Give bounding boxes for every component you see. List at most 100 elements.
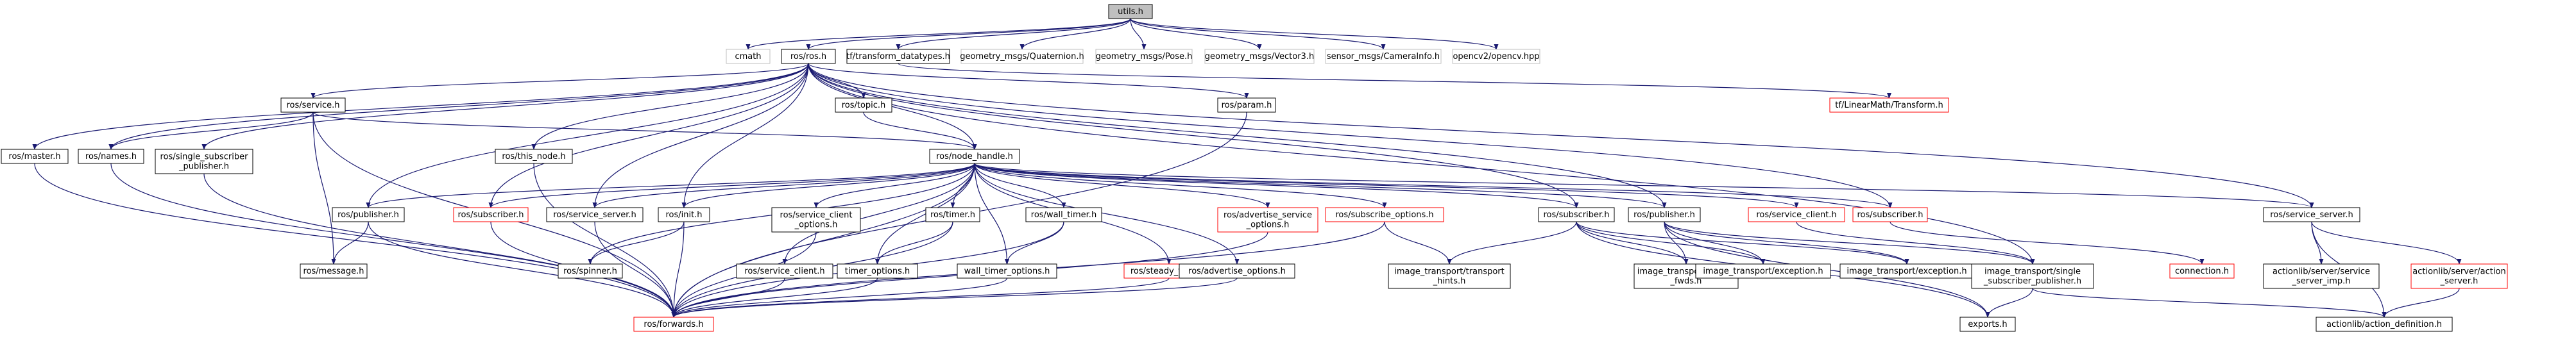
node-box — [546, 207, 644, 222]
edge-ros_subscriber_m-to-image_transport_exception_2 — [1576, 221, 1909, 265]
edge-utils-to-sensor_camerainfo — [1130, 18, 1386, 50]
node-ros-service-server-r[interactable]: ros/service_server.h — [2263, 207, 2360, 222]
node-actionlib-action-definition[interactable]: actionlib/action_definition.h — [2316, 317, 2453, 332]
node-label: _subscriber_publisher.h — [1983, 277, 2081, 286]
edge-ros_ros-to-ros_service — [311, 63, 809, 99]
node-ros-names[interactable]: ros/names.h — [78, 149, 144, 164]
node-label: geometry_msgs/Pose.h — [1096, 52, 1193, 62]
node-ros-ros[interactable]: ros/ros.h — [781, 49, 836, 64]
node-ros-advertise-options[interactable]: ros/advertise_options.h — [1179, 263, 1295, 279]
node-label: _server_imp.h — [2291, 277, 2350, 286]
edge-ros_service_server_l-to-ros_forwards — [594, 221, 676, 318]
node-label: geometry_msgs/Quaternion.h — [960, 52, 1084, 62]
edge-ros_node_handle-to-ros_service_server_l — [592, 163, 975, 208]
node-ros-node-handle[interactable]: ros/node_handle.h — [929, 149, 1020, 164]
node-label: ros/ros.h — [790, 52, 826, 62]
edge-ros_advertise_options-to-ros_forwards — [671, 277, 1238, 318]
node-box — [1852, 207, 1928, 222]
node-label: image_transport/exception.h — [1847, 267, 1966, 276]
node-image-transport-single-subscriber-publisher[interactable]: image_transport/single_subscriber_publis… — [1971, 263, 2094, 289]
node-label: actionlib/server/action — [2412, 267, 2505, 277]
node-box — [960, 49, 1084, 64]
node-label: tf/transform_datatypes.h — [846, 52, 950, 62]
node-tf-transform-datatypes[interactable]: tf/transform_datatypes.h — [846, 49, 950, 64]
node-exports[interactable]: exports.h — [1959, 317, 2016, 332]
node-ros-publisher-l[interactable]: ros/publisher.h — [332, 207, 405, 222]
node-image-transport-exception-2[interactable]: image_transport/exception.h — [1839, 263, 1974, 279]
edge-ros_ros-to-ros_subscriber_m — [808, 63, 1579, 208]
node-box — [1204, 49, 1315, 64]
node-label: ros/advertise_service — [1224, 211, 1312, 220]
node-label: ros/advertise_options.h — [1188, 267, 1286, 276]
node-label: tf/LinearMath/Transform.h — [1835, 101, 1943, 110]
node-tf-linearmath-transform[interactable]: tf/LinearMath/Transform.h — [1829, 97, 1949, 113]
node-ros-service[interactable]: ros/service.h — [280, 97, 346, 113]
node-label: _hints.h — [1433, 277, 1466, 286]
node-ros-subscriber-l[interactable]: ros/subscriber.h — [453, 207, 529, 222]
node-label: ros/service_client.h — [1756, 210, 1836, 220]
node-timer-options[interactable]: timer_options.h — [837, 263, 918, 279]
node-ros-topic[interactable]: ros/topic.h — [835, 97, 892, 113]
node-label: exports.h — [1968, 320, 2007, 329]
node-ros-message[interactable]: ros/message.h — [300, 263, 368, 279]
edge-actionlib_action_server-to-actionlib_action_definition — [2382, 288, 2460, 318]
node-label: ros/subscriber.h — [1857, 210, 1923, 220]
node-label: actionlib/action_definition.h — [2326, 320, 2442, 329]
node-ros-this-node[interactable]: ros/this_node.h — [495, 149, 573, 164]
edge-ros_subscribe_options-to-image_transport_transport_hints — [1384, 221, 1452, 265]
node-box — [1325, 49, 1442, 64]
node-ros-master[interactable]: ros/master.h — [1, 149, 69, 164]
edge-ros_ros-to-ros_publisher_l — [366, 63, 809, 208]
edge-ros_service_client_b-to-ros_forwards — [671, 277, 785, 318]
node-ros-service-server-l[interactable]: ros/service_server.h — [546, 207, 644, 222]
node-label: cmath — [735, 52, 761, 62]
node-ros-single-subscriber-publisher[interactable]: ros/single_subscriber_publisher.h — [155, 149, 253, 174]
node-wall-timer-options[interactable]: wall_timer_options.h — [957, 263, 1057, 279]
node-box — [1179, 263, 1295, 279]
node-cmath: cmath — [726, 49, 771, 64]
node-box — [300, 263, 368, 279]
node-box — [1959, 317, 2016, 332]
edge-ros_init-to-ros_forwards — [671, 221, 685, 318]
node-image-transport-transport-hints[interactable]: image_transport/transport_hints.h — [1388, 263, 1511, 289]
node-box — [1, 149, 69, 164]
edge-ros_node_handle-to-ros_advertise_options — [974, 163, 1240, 265]
node-image-transport-exception-1[interactable]: image_transport/exception.h — [1695, 263, 1831, 279]
node-ros-service-client-r[interactable]: ros/service_client.h — [1748, 207, 1845, 222]
node-ros-spinner[interactable]: ros/spinner.h — [558, 263, 623, 279]
node-ros-publisher-r[interactable]: ros/publisher.h — [1628, 207, 1701, 222]
node-ros-forwards[interactable]: ros/forwards.h — [633, 317, 714, 332]
node-label: ros/service_client — [780, 211, 853, 220]
node-actionlib-service-server-imp[interactable]: actionlib/server/service_server_imp.h — [2263, 263, 2380, 289]
node-box — [155, 149, 253, 174]
node-box — [1217, 207, 1318, 233]
node-connection[interactable]: connection.h — [2169, 263, 2235, 279]
node-box — [835, 97, 892, 113]
node-ros-init[interactable]: ros/init.h — [658, 207, 710, 222]
node-ros-subscriber-r[interactable]: ros/subscriber.h — [1852, 207, 1928, 222]
node-label: _publisher.h — [178, 162, 229, 172]
node-ros-subscribe-options[interactable]: ros/subscribe_options.h — [1325, 207, 1444, 222]
edge-ros_names-to-ros_forwards — [110, 163, 676, 318]
node-label: timer_options.h — [845, 267, 910, 276]
node-ros-wall-timer[interactable]: ros/wall_timer.h — [1025, 207, 1102, 222]
node-ros-subscriber-m[interactable]: ros/subscriber.h — [1538, 207, 1615, 222]
node-ros-service-client-options[interactable]: ros/service_client_options.h — [771, 207, 861, 233]
edge-ros_node_handle-to-ros_advertise_service_options — [974, 163, 1270, 208]
node-label: ros/param.h — [1222, 101, 1272, 110]
node-label: ros/spinner.h — [563, 267, 617, 276]
node-label: ros/publisher.h — [337, 210, 399, 220]
edge-ros_node_handle-to-ros_publisher_l — [366, 163, 975, 208]
node-label: ros/timer.h — [930, 210, 975, 220]
node-utils[interactable]: utils.h — [1108, 4, 1153, 19]
node-label: actionlib/server/service — [2273, 267, 2370, 277]
node-ros-advertise-service-options[interactable]: ros/advertise_service_options.h — [1217, 207, 1318, 233]
node-ros-timer[interactable]: ros/timer.h — [925, 207, 980, 222]
node-ros-service-client-b[interactable]: ros/service_client.h — [736, 263, 833, 279]
node-box — [1538, 207, 1615, 222]
edge-ros_service-to-ros_node_handle — [312, 112, 977, 150]
edge-ros_publisher_l-to-ros_message — [331, 221, 369, 265]
node-box — [736, 263, 833, 279]
node-ros-param[interactable]: ros/param.h — [1217, 97, 1276, 113]
node-actionlib-action-server[interactable]: actionlib/server/action_server.h — [2410, 263, 2508, 289]
